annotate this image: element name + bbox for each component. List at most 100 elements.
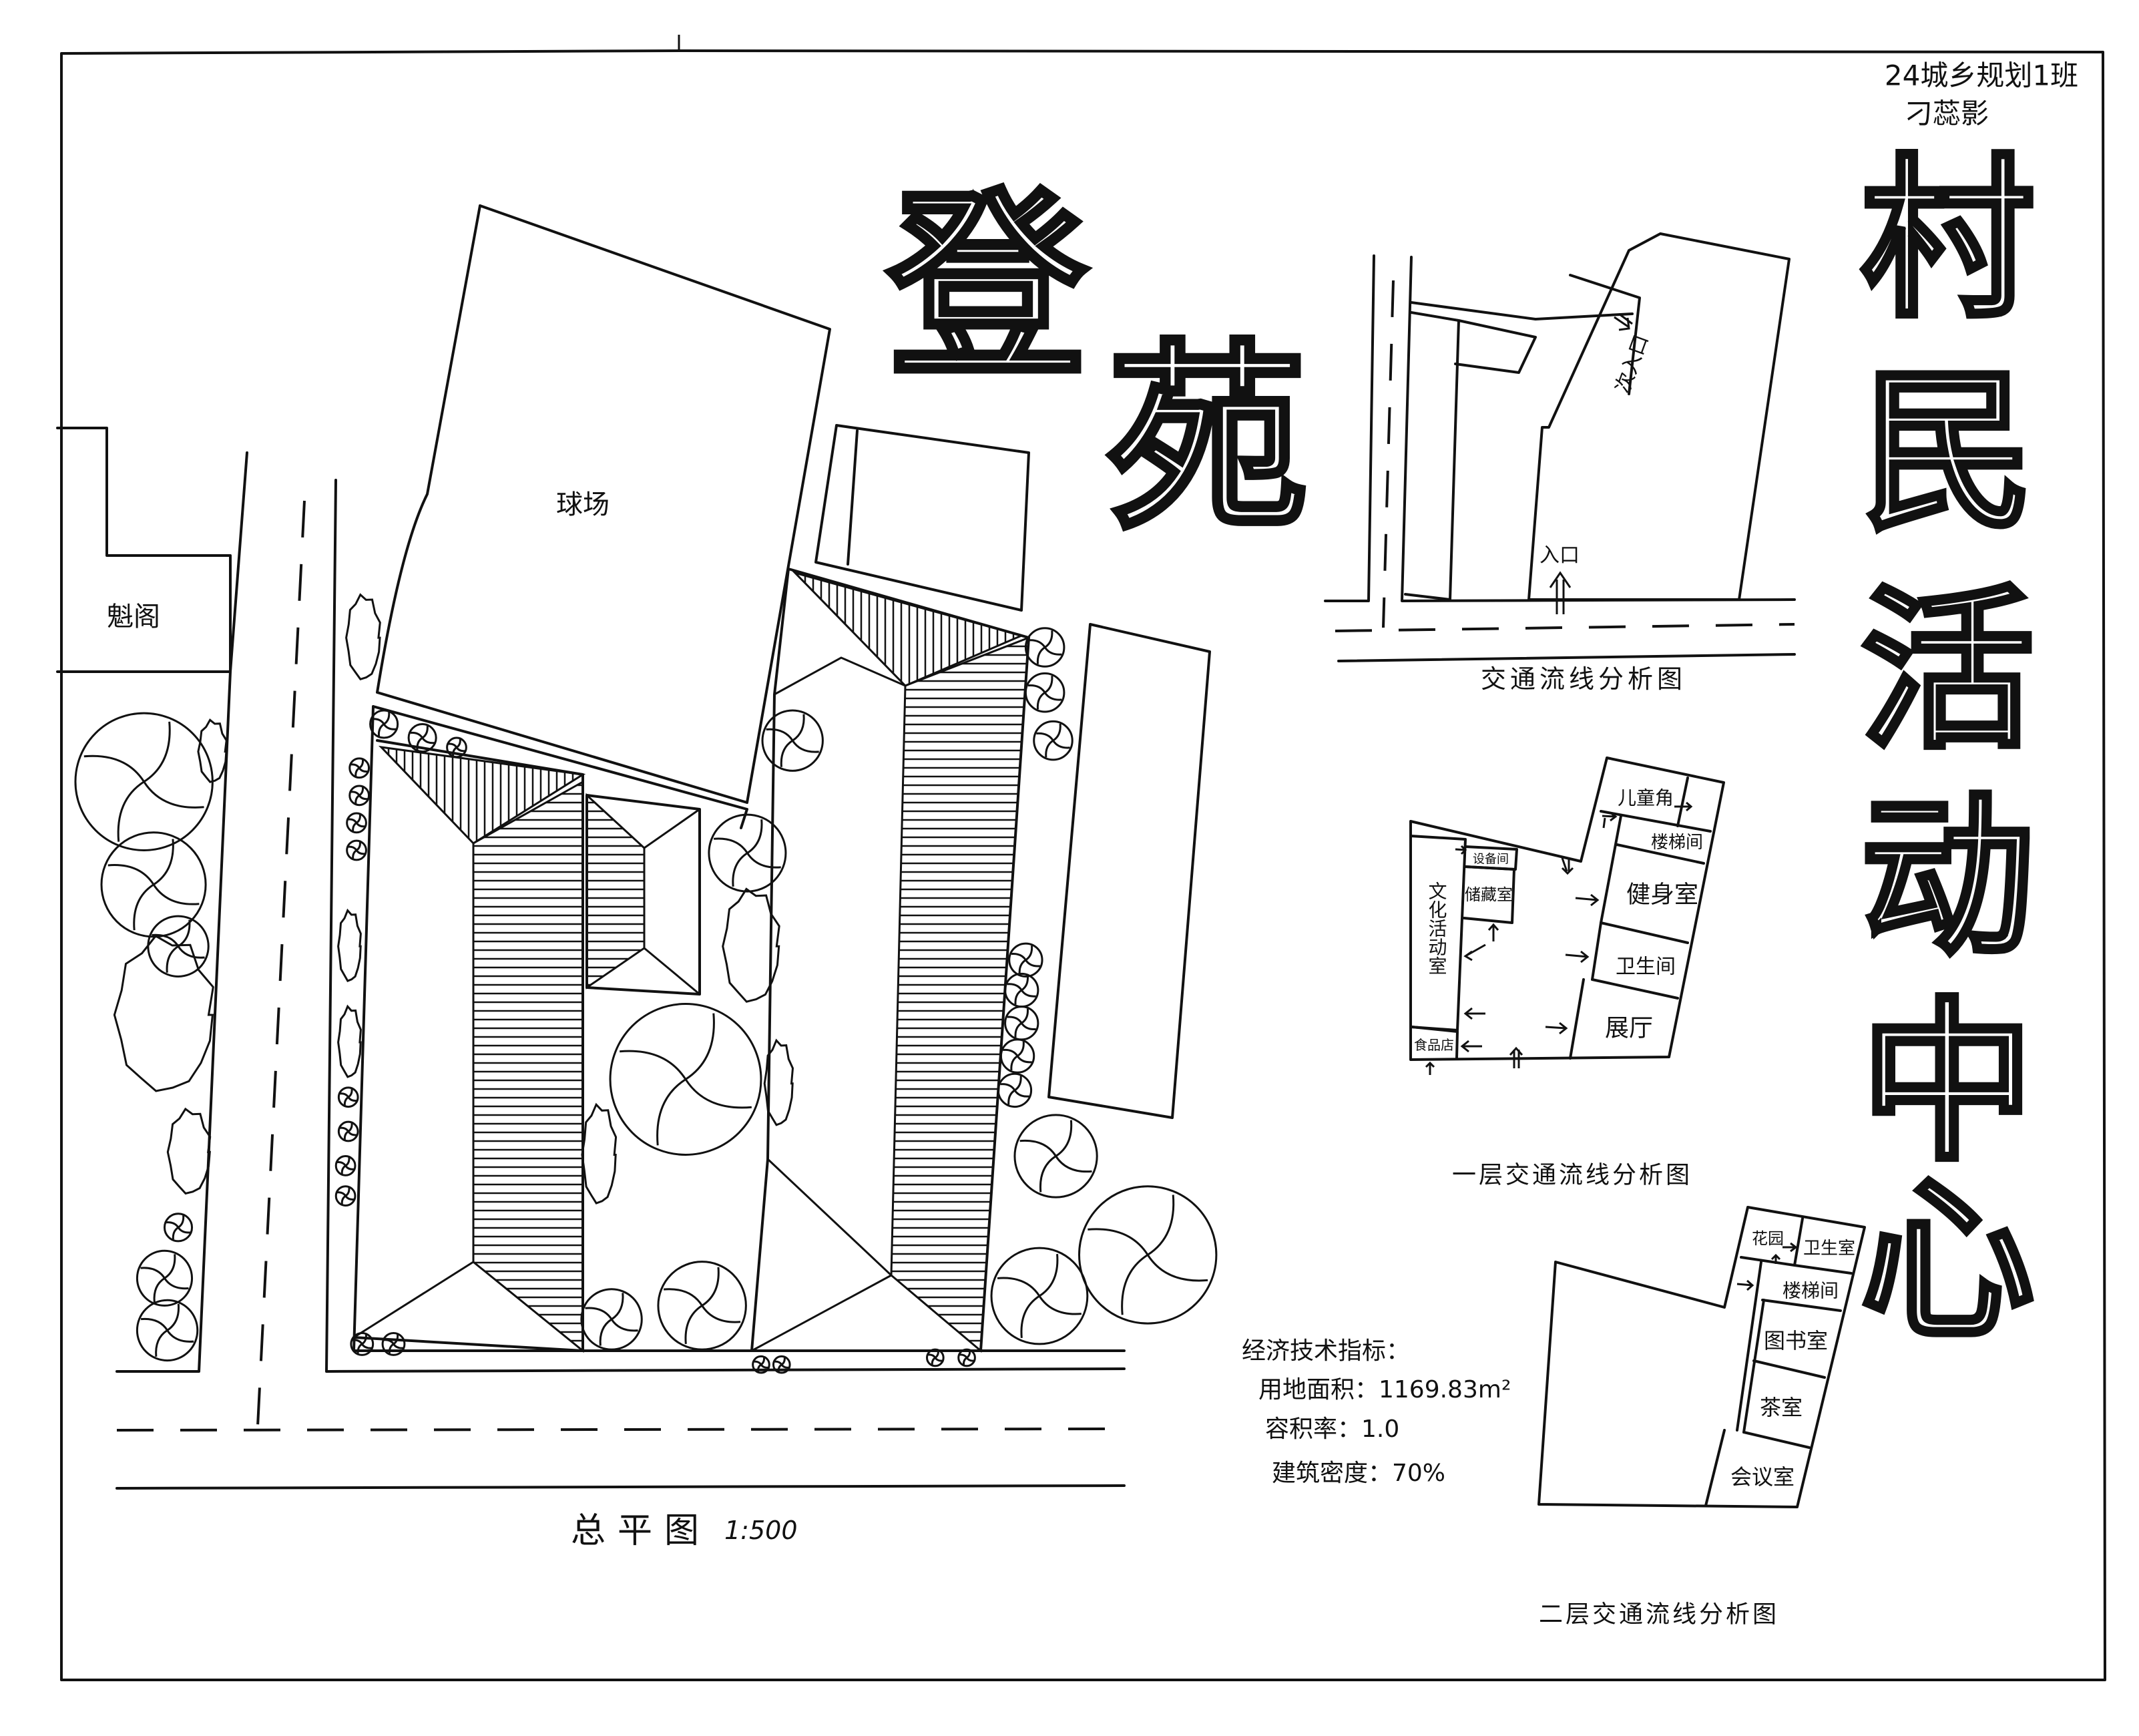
tree-icon	[580, 1288, 643, 1351]
tree-branch	[585, 1307, 613, 1320]
tree-branch	[1036, 692, 1046, 710]
tree-branch	[152, 933, 180, 947]
tree-canopy	[957, 1348, 976, 1367]
room-tea	[1742, 1431, 1811, 1449]
road-edge-bottom	[115, 1484, 1126, 1490]
tree-branch	[153, 839, 174, 886]
tree-branch	[997, 1277, 1041, 1297]
tree-branch	[1036, 646, 1046, 664]
technical-indicators: 经济技术指标： 用地面积：1169.83m² 容积率：1.0 建筑密度：70%	[1242, 1337, 1511, 1487]
tree-branch	[348, 845, 358, 851]
tree-icon	[1078, 1185, 1218, 1325]
road-edge	[1337, 653, 1796, 662]
site-plan-caption: 总平图	[571, 1511, 711, 1551]
room-children	[1600, 777, 1712, 833]
tree-branch	[340, 1092, 349, 1098]
room-toilet-label: 卫生间	[1616, 955, 1676, 979]
room-children-label: 儿童角	[1618, 787, 1674, 809]
title-char: 心	[1861, 1161, 2034, 1363]
shrub-icon	[337, 908, 362, 982]
tree-branch	[361, 1343, 372, 1349]
small-building-hatch	[585, 793, 646, 990]
arrow-icon	[1463, 1007, 1485, 1020]
tree-icon	[74, 712, 214, 851]
room-stairs-label: 楼梯间	[1651, 833, 1703, 853]
tree-canopy	[136, 1249, 194, 1307]
tree-branch	[178, 1215, 185, 1229]
tree-branch	[340, 1195, 346, 1205]
tree-branch	[959, 1353, 968, 1359]
road-edge	[1324, 254, 1375, 602]
tree-icon	[1033, 720, 1074, 761]
tree-icon	[708, 813, 787, 893]
room-hall	[1569, 978, 1585, 1060]
tree-branch	[83, 754, 145, 783]
arrow-icon	[1782, 1242, 1798, 1253]
tree-canopy	[446, 736, 467, 758]
tree-branch	[1052, 723, 1061, 742]
floor2-outline	[1537, 1206, 1866, 1508]
tree-icon	[100, 831, 207, 938]
tree-branch	[713, 837, 748, 854]
tree-branch	[350, 791, 361, 797]
tree-canopy	[348, 757, 371, 779]
shrub-icon	[113, 934, 214, 1092]
arrow-icon	[1487, 923, 1499, 941]
tree-canopy	[163, 1213, 194, 1243]
tree-branch	[107, 864, 155, 885]
room-garden	[1740, 1217, 1804, 1267]
tree-branch	[931, 1357, 936, 1365]
building-outline	[1527, 232, 1791, 601]
road-centerline	[1335, 623, 1795, 632]
tree-branch	[383, 723, 397, 730]
arrow-icon	[1770, 1253, 1781, 1264]
tree-branch	[166, 1221, 180, 1229]
tree-branch	[344, 1165, 354, 1170]
arrow-icon	[1736, 1279, 1754, 1291]
tree-branch	[685, 1013, 715, 1080]
tree-icon	[446, 736, 467, 758]
tree-branch	[1007, 1089, 1015, 1105]
flow-arrows	[1425, 801, 1693, 1075]
tree-icon	[957, 1348, 976, 1367]
tree-branch	[356, 814, 361, 824]
tree-branch	[1019, 1139, 1057, 1157]
tree-branch	[1025, 959, 1041, 967]
tree-branch	[1044, 630, 1053, 648]
arrow-icon	[1674, 801, 1693, 812]
tree-canopy	[657, 1261, 747, 1351]
room-toilet	[1591, 921, 1679, 1000]
tree-icon	[337, 1086, 359, 1108]
tree-branch	[1014, 1022, 1023, 1038]
tree-branch	[1121, 1254, 1149, 1315]
tree-branch	[664, 1288, 703, 1307]
tree-canopy	[350, 1331, 375, 1356]
author-class: 24城乡规划1班	[1885, 59, 2078, 92]
tree-branch	[164, 1254, 176, 1279]
tree-branch	[766, 728, 794, 742]
tree-branch	[336, 1161, 346, 1166]
tree-branch	[340, 1164, 346, 1174]
room-clinic	[1793, 1264, 1853, 1275]
tree-branch	[1027, 639, 1046, 648]
tree-branch	[1003, 1048, 1019, 1057]
tree-branch	[1052, 740, 1070, 749]
tree-icon	[136, 1299, 199, 1362]
tree-branch	[347, 1088, 353, 1098]
tree-branch	[152, 884, 200, 905]
traffic-diagram-caption: 交通流线分析图	[1481, 664, 1686, 694]
arrow-icon	[1602, 811, 1618, 829]
tree-branch	[352, 849, 357, 859]
tree-branch	[344, 1157, 350, 1167]
tree-branch	[356, 841, 361, 851]
road-centerline	[1382, 280, 1395, 628]
tree-branch	[166, 945, 179, 973]
floor2-caption: 二层交通流线分析图	[1539, 1601, 1779, 1629]
tree-canopy	[1008, 942, 1043, 978]
tree-branch	[166, 1303, 180, 1331]
project-name: 登 苑	[882, 169, 1310, 558]
tree-icon	[1004, 1006, 1039, 1041]
room-storage-label: 储藏室	[1465, 885, 1513, 904]
title-char: 村	[1861, 140, 2034, 341]
indicator-density: 建筑密度：70%	[1272, 1460, 1445, 1487]
